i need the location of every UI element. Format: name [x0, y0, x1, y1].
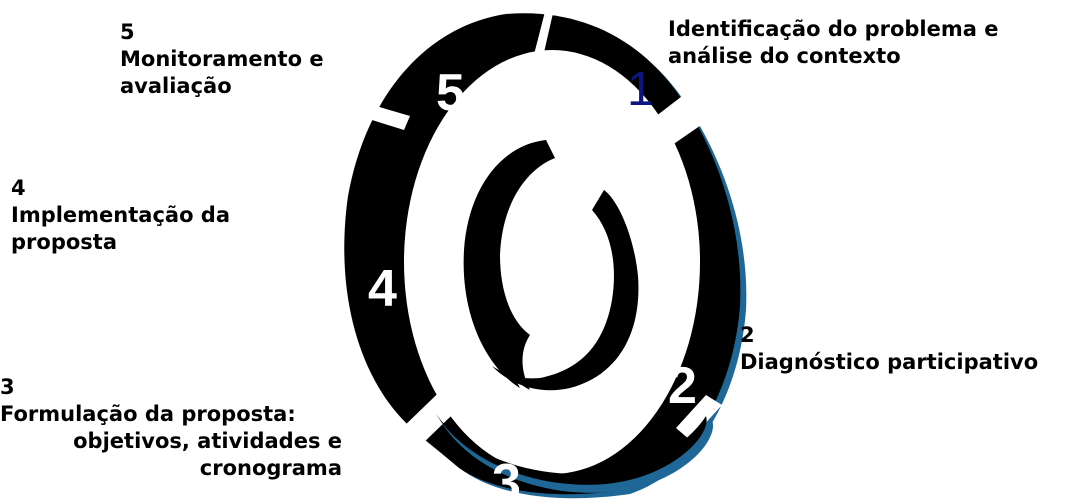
step-3-line-3: cronograma	[0, 455, 342, 482]
step-1-line-1: Identificação do problema e	[668, 16, 998, 43]
step-label-4: 4 Implementação da proposta	[11, 175, 230, 256]
segment-number-5: 5	[436, 64, 465, 122]
step-3-number: 3	[0, 374, 342, 401]
outer-ring	[344, 13, 740, 494]
step-3-line-1: Formulação da proposta:	[0, 401, 342, 428]
step-2-line-1: Diagnóstico participativo	[740, 349, 1038, 376]
segment-number-3: 3	[492, 454, 521, 504]
step-5-line-1: Monitoramento e	[120, 46, 324, 73]
step-4-line-1: Implementação da	[11, 202, 230, 229]
segment-number-2: 2	[668, 357, 697, 415]
segment-number-1: 1	[627, 63, 654, 116]
step-label-1: Identificação do problema e análise do c…	[668, 16, 998, 70]
step-label-5: 5 Monitoramento e avaliação	[120, 19, 324, 100]
step-4-line-2: proposta	[11, 229, 230, 256]
step-label-3: 3 Formulação da proposta: objetivos, ati…	[0, 374, 342, 482]
step-1-line-2: análise do contexto	[668, 43, 998, 70]
step-4-number: 4	[11, 175, 230, 202]
step-label-2: 2 Diagnóstico participativo	[740, 322, 1038, 376]
step-5-number: 5	[120, 19, 324, 46]
step-5-line-2: avaliação	[120, 73, 324, 100]
step-3-line-2: objetivos, atividades e	[0, 428, 342, 455]
segment-number-4: 4	[368, 260, 397, 318]
step-2-number: 2	[740, 322, 1038, 349]
